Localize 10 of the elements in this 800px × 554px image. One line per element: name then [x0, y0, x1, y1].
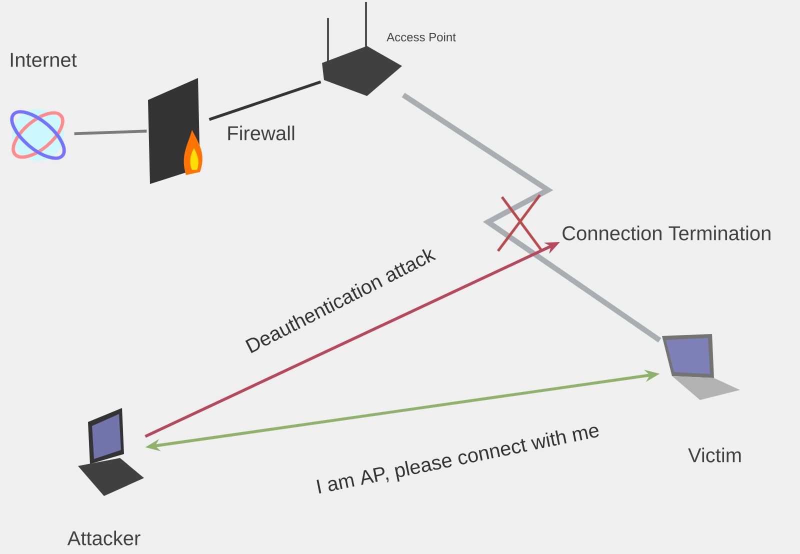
device-label: Internet — [10, 53, 77, 67]
device-label: Access Point — [386, 32, 456, 42]
device-label: Connection Termination — [562, 226, 770, 240]
lightning-link — [402, 92, 662, 342]
connection-line — [208, 80, 322, 121]
device-label: Victim — [688, 448, 741, 462]
connection-line — [74, 130, 147, 136]
device-label: Attacker — [67, 530, 140, 546]
edge-label: I am AP, please connect with me — [313, 420, 603, 500]
device-label: Firewall — [228, 126, 294, 140]
